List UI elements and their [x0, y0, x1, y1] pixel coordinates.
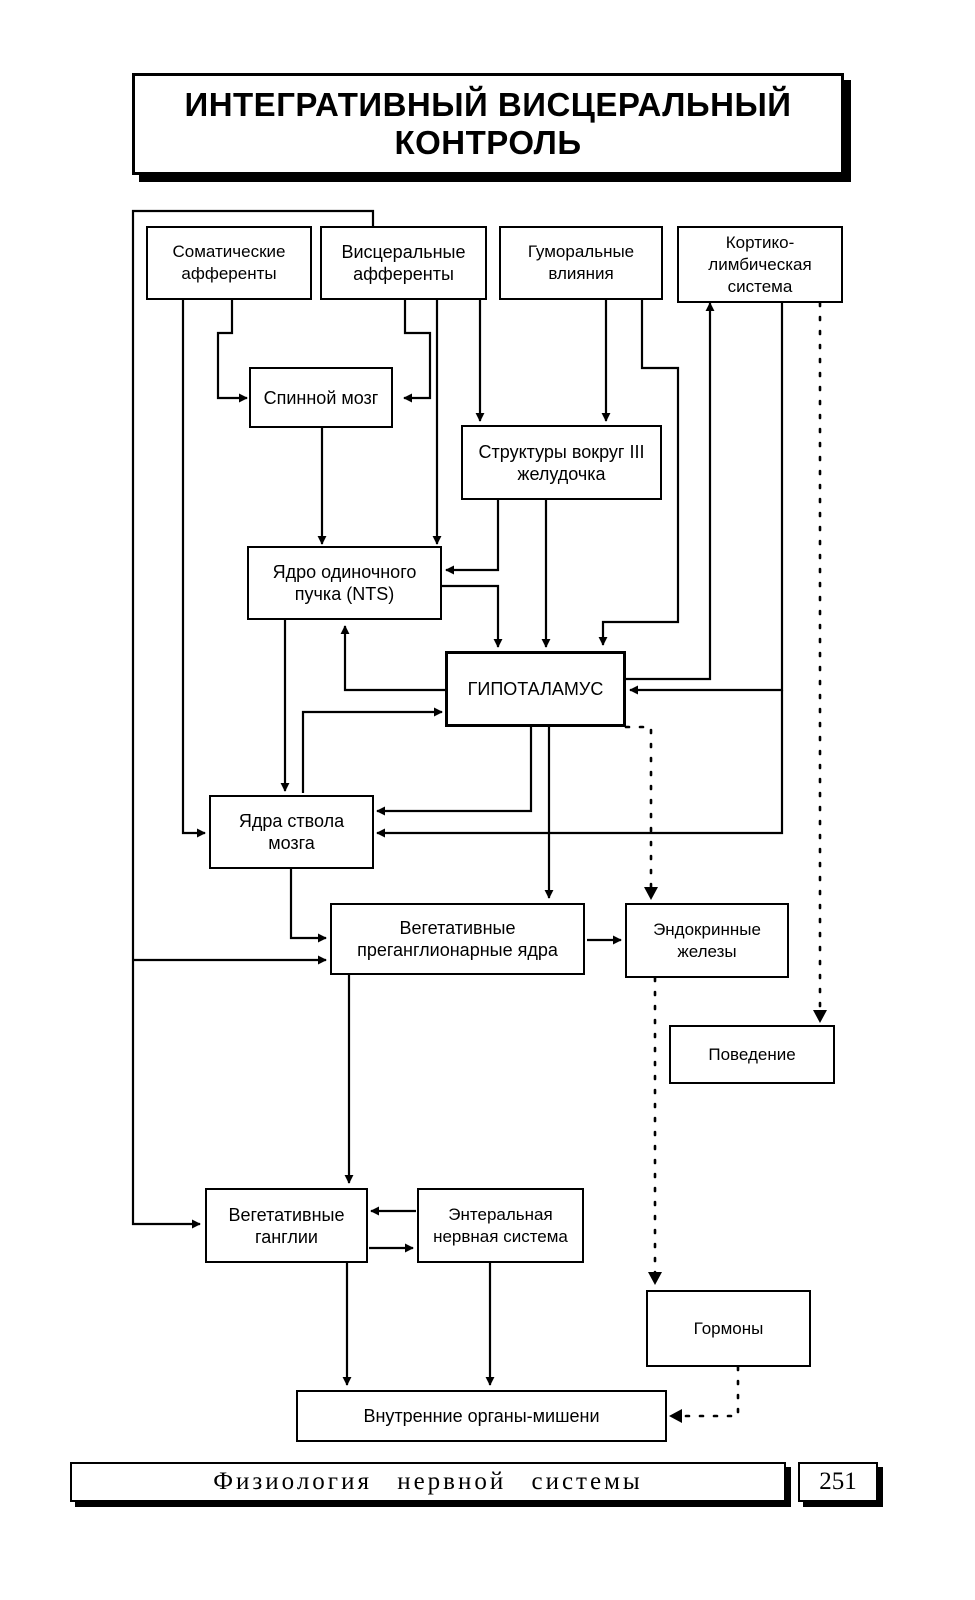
node-spinal-cord: Спинной мозг [249, 367, 393, 428]
node-brainstem-nuclei: Ядра ствола мозга [209, 795, 374, 869]
node-nts: Ядро одиночного пучка (NTS) [247, 546, 442, 620]
node-somatic-afferents: Соматические афференты [146, 226, 312, 300]
arrow-somatic-to-spinal [216, 300, 248, 403]
page-number: 251 [798, 1462, 878, 1502]
node-preganglionic-nuclei: Вегетативные преганглионарные ядра [330, 903, 585, 975]
arrow-hypothalamus-to-cortico [626, 302, 715, 681]
arrow-outer-to-ganglia [131, 209, 375, 1229]
arrow-ventricle-to-nts [445, 500, 500, 575]
arrow-cortico-to-brainstem [376, 690, 784, 838]
arrow-brainstem-to-preganglionic [289, 869, 327, 943]
arrow-visceral-to-spinal [403, 300, 432, 403]
node-third-ventricle-structures: Структуры вокруг III желудочка [461, 425, 662, 500]
node-vegetative-ganglia: Вегетативные ганглии [205, 1188, 368, 1263]
arrowhead-targets [669, 1409, 682, 1423]
arrow-somatic-to-brainstem [181, 300, 206, 838]
dotted-hypothalamus-to-endocrine [624, 725, 653, 895]
node-humoral-influences: Гуморальные влияния [499, 226, 663, 300]
arrowhead-endocrine [644, 887, 658, 900]
arrowhead-behavior [813, 1010, 827, 1023]
node-enteric-nervous-system: Энтеральная нервная система [417, 1188, 584, 1263]
title-line-2: КОНТРОЛЬ [394, 124, 582, 161]
arrow-humoral-to-hypothalamus [598, 300, 680, 646]
node-target-organs: Внутренние органы-мишени [296, 1390, 667, 1442]
node-hormones: Гормоны [646, 1290, 811, 1367]
arrow-brainstem-to-hypothalamus [301, 707, 443, 793]
node-visceral-afferents: Висцеральные афференты [320, 226, 487, 300]
arrow-nts-to-hypothalamus [441, 584, 503, 648]
node-hypothalamus: ГИПОТАЛАМУС [445, 651, 626, 727]
footer-running-title: Физиология нервной системы [70, 1462, 786, 1502]
title-box: ИНТЕГРАТИВНЫЙ ВИСЦЕРАЛЬНЫЙ КОНТРОЛЬ [132, 73, 844, 175]
arrowhead-hormones [648, 1272, 662, 1285]
node-cortico-limbic-system: Кортико-лимбическая система [677, 226, 843, 303]
dotted-hormones-to-targets [678, 1365, 740, 1418]
arrow-hypothalamus-to-brainstem [376, 727, 533, 816]
node-behavior: Поведение [669, 1025, 835, 1084]
title-line-1: ИНТЕГРАТИВНЫЙ ВИСЦЕРАЛЬНЫЙ [184, 86, 792, 123]
node-endocrine-glands: Эндокринные железы [625, 903, 789, 978]
diagram-title: ИНТЕГРАТИВНЫЙ ВИСЦЕРАЛЬНЫЙ КОНТРОЛЬ [184, 86, 791, 162]
arrow-hypothalamus-to-nts [340, 625, 447, 692]
